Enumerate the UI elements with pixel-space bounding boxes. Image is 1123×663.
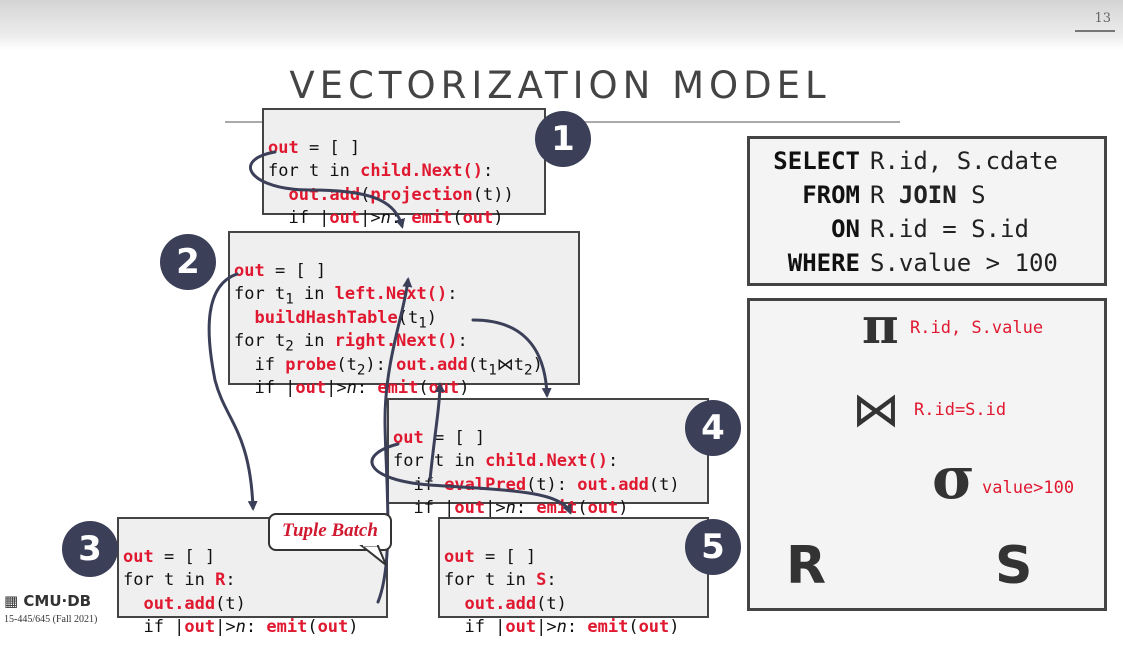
sql-from-r: R bbox=[870, 181, 899, 209]
sql-select-columns: R.id, S.cdate bbox=[870, 147, 1058, 175]
operator-badge-2: 2 bbox=[160, 234, 216, 290]
sql-select-row: SELECT R.id, S.cdate bbox=[750, 144, 1104, 178]
operator-badge-3: 3 bbox=[62, 521, 118, 577]
arrow-4-to-2 bbox=[428, 382, 445, 482]
logo-text: CMU·DB bbox=[23, 592, 92, 610]
sql-join-keyword: JOIN bbox=[898, 181, 957, 209]
arrow-4-to-5 bbox=[370, 442, 572, 515]
sql-on-row: ON R.id = S.id bbox=[750, 212, 1104, 246]
header-bar bbox=[0, 0, 1123, 50]
sql-from-s: S bbox=[956, 181, 986, 209]
sigma-label: value>100 bbox=[982, 478, 1075, 498]
course-label: 15-445/645 (Fall 2021) bbox=[4, 614, 98, 625]
page-number-rule bbox=[1075, 30, 1115, 32]
code-block-scan-r: out = [ ]for t in R: out.add(t) if |out|… bbox=[117, 517, 388, 637]
logo-icon: ▦ bbox=[4, 592, 19, 610]
pi-symbol: π bbox=[862, 296, 899, 355]
cmu-db-logo: ▦ CMU·DB bbox=[4, 592, 91, 610]
arrow-1-to-2 bbox=[249, 150, 406, 229]
sql-from-clause: R JOIN S bbox=[870, 178, 986, 212]
sql-where-keyword: WHERE bbox=[787, 249, 860, 277]
arrow-3-to-2 bbox=[376, 277, 413, 604]
leaf-r: R bbox=[786, 536, 827, 596]
slide-title: VECTORIZATION MODEL bbox=[289, 64, 831, 107]
sql-select-keyword: SELECT bbox=[773, 147, 860, 175]
operator-badge-4: 4 bbox=[685, 400, 741, 456]
code-block-scan-s: out = [ ]for t in S: out.add(t) if |out|… bbox=[438, 517, 709, 637]
sql-on-keyword: ON bbox=[831, 215, 860, 243]
join-symbol: ⋈ bbox=[852, 382, 900, 438]
pi-label: R.id, S.value bbox=[910, 318, 1044, 338]
sql-on-condition: R.id = S.id bbox=[870, 215, 1029, 243]
sql-where-row: WHERE S.value > 100 bbox=[750, 246, 1104, 280]
operator-badge-5: 5 bbox=[685, 519, 741, 575]
join-label: R.id=S.id bbox=[914, 400, 1007, 420]
arrow-2-to-3 bbox=[207, 272, 258, 511]
sql-query-box: SELECT R.id, S.cdate FROM R JOIN S ON R.… bbox=[747, 136, 1107, 286]
arrow-2-to-4 bbox=[471, 318, 552, 398]
sigma-symbol: σ bbox=[932, 444, 975, 512]
leaf-s: S bbox=[995, 536, 1033, 596]
callout-tail bbox=[359, 543, 387, 566]
operator-badge-1: 1 bbox=[535, 111, 591, 167]
sql-from-keyword: FROM bbox=[802, 181, 860, 209]
page-number: 13 bbox=[1094, 11, 1111, 26]
sql-where-condition: S.value > 100 bbox=[870, 249, 1058, 277]
query-plan-box bbox=[747, 298, 1107, 611]
sql-from-row: FROM R JOIN S bbox=[750, 178, 1104, 212]
